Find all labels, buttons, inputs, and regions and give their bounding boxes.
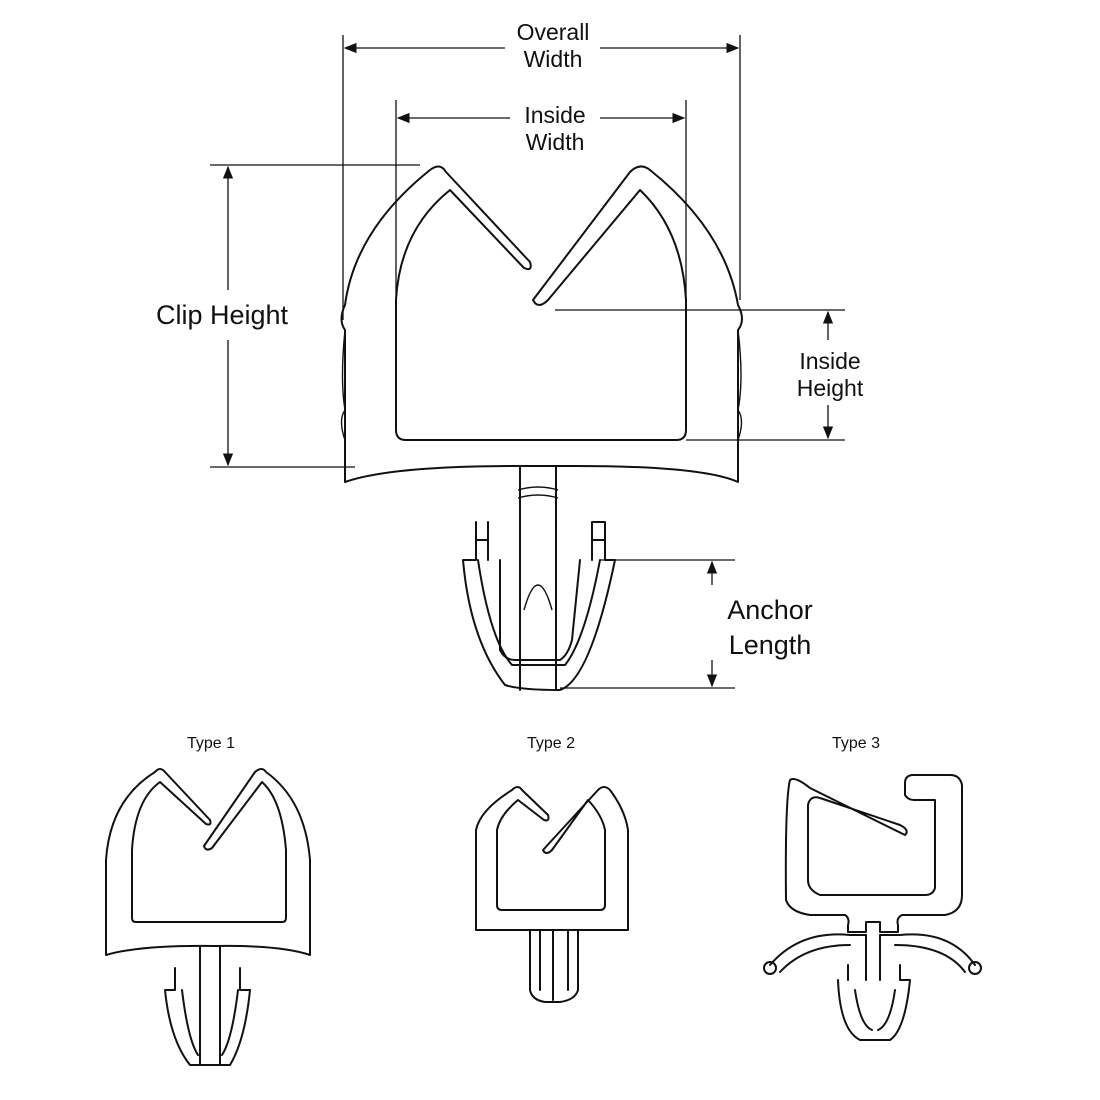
inside-height-label-2: Height — [797, 375, 864, 401]
type-1-clip — [105, 768, 311, 1066]
overall-width-label-1: Overall — [517, 19, 590, 45]
type-2-clip — [475, 786, 629, 1003]
type-3-label: Type 3 — [832, 735, 880, 752]
overall-width-label-2: Width — [524, 46, 583, 72]
inside-width-label-1: Inside — [524, 102, 585, 128]
dimension-labels: Overall Width Inside Width Clip Height I… — [156, 19, 864, 660]
anchor-length-label-1: Anchor — [727, 595, 813, 625]
type-2-label: Type 2 — [527, 735, 575, 752]
type-3-clip — [763, 774, 982, 1041]
anchor-length-label-2: Length — [729, 630, 812, 660]
dimension-lines — [210, 35, 845, 689]
main-clip-drawing — [340, 165, 743, 691]
inside-height-label-1: Inside — [799, 348, 860, 374]
type-labels: Type 1 Type 2 Type 3 — [187, 735, 880, 752]
type-1-label: Type 1 — [187, 735, 235, 752]
inside-width-label-2: Width — [526, 129, 585, 155]
clip-height-label: Clip Height — [156, 300, 289, 330]
